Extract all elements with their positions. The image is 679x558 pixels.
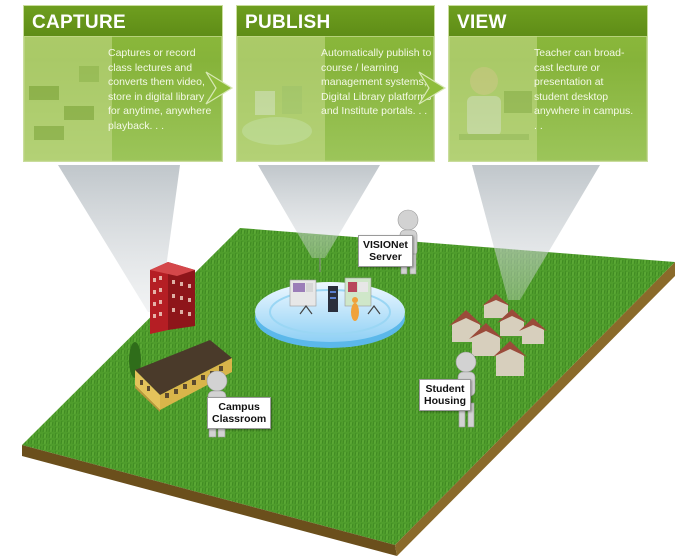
capture-title: CAPTURE (32, 12, 126, 33)
publish-title-bar (237, 6, 434, 37)
server-label-line1: VISIONet (363, 239, 408, 251)
server-label: VISIONet Server (358, 235, 413, 267)
publish-title: PUBLISH (245, 12, 331, 33)
housing-label-line1: Student (425, 383, 465, 395)
capture-description: Captures or record class lectures and co… (108, 47, 212, 132)
publish-description: Automatically publish to course / learni… (321, 47, 432, 117)
server-platform (255, 258, 405, 348)
projection-beams (58, 165, 600, 312)
capture-panel: CAPTURE Captures or record class lecture… (23, 5, 223, 162)
student-houses (449, 294, 547, 376)
view-title-bar (449, 6, 647, 37)
classroom-label-line2: Classroom (212, 413, 267, 425)
publish-panel: PUBLISH Automatically publish to course … (236, 5, 435, 162)
classroom-label-line1: Campus (218, 401, 260, 413)
housing-label-line2: Housing (424, 395, 466, 407)
office-tower (150, 262, 195, 334)
view-description: Teacher can broad-cast lecture or presen… (534, 47, 634, 132)
classroom-photo (24, 36, 112, 161)
grass-field (22, 228, 675, 556)
student-desktop-photo (449, 36, 537, 161)
view-panel: VIEW Teacher can broad-cast lecture or p… (448, 5, 648, 162)
server-label-line2: Server (369, 251, 402, 263)
classroom-building (129, 340, 232, 412)
housing-label: Student Housing (419, 379, 471, 411)
classroom-label: Campus Classroom (207, 397, 272, 429)
platform-photo (237, 36, 325, 161)
view-title: VIEW (457, 12, 507, 33)
capture-title-bar (24, 6, 222, 37)
